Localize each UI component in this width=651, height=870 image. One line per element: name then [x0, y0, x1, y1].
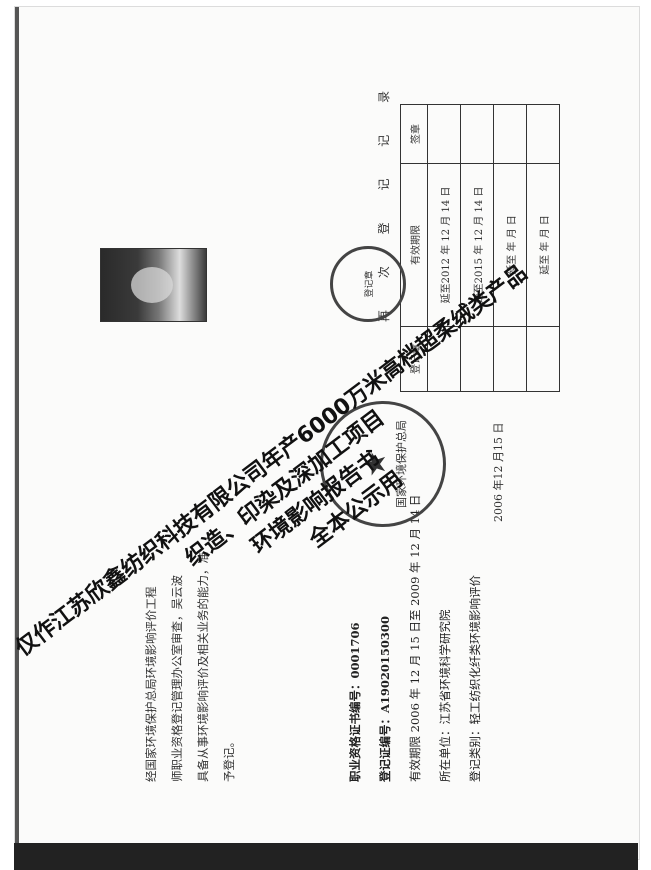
table-cell — [526, 104, 560, 164]
seal-date: 2006 年12 月15 日 — [492, 422, 505, 522]
table-cell — [460, 104, 494, 164]
table-cell: 延至2012 年 12 月 14 日 — [427, 163, 461, 327]
id-photo — [100, 248, 207, 322]
scan-edge — [15, 7, 19, 859]
face-icon — [131, 267, 173, 303]
registration-seal: 登记章 — [330, 246, 406, 322]
scan-bottom-edge — [14, 843, 638, 870]
registration-seal-text: 登记章 — [364, 270, 375, 298]
scanned-page: 经国家环境保护总局环境影响评价工程 师职业资格登记管理办公室审查，吴云波 具备从… — [14, 6, 640, 860]
table-cell — [493, 104, 527, 164]
table-header: 签章 — [400, 104, 428, 164]
table-header: 有效期限 — [400, 163, 428, 327]
table-cell — [427, 104, 461, 164]
